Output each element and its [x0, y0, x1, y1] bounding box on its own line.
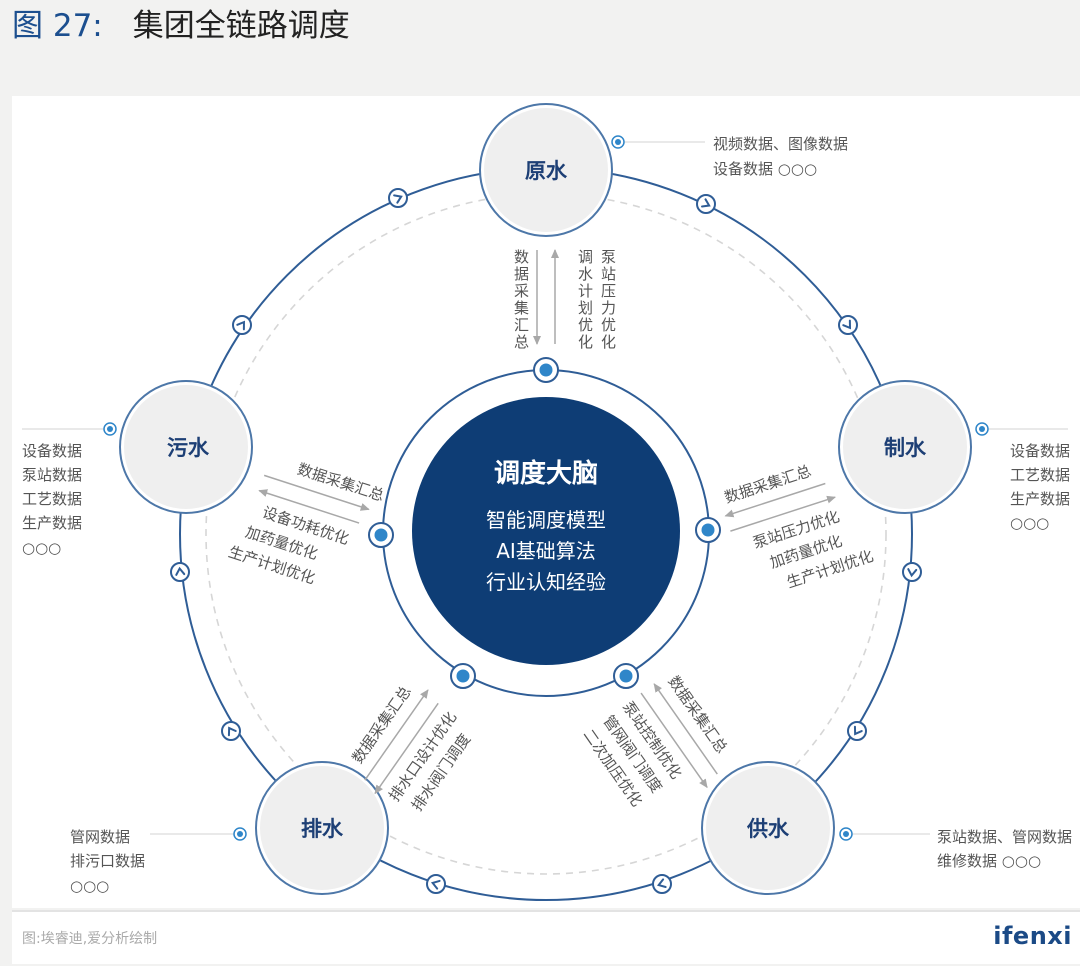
flow-raw-down-2: 泵站压力优化	[601, 248, 616, 351]
sewage-data-item: 设备数据	[22, 442, 82, 460]
connection-dot-icon	[613, 663, 639, 689]
footer: 图:埃睿迪,爱分析绘制 ifenxi	[12, 910, 1080, 964]
ifenxi-logo: ifenxi	[993, 922, 1072, 950]
sewage-data-item: ○○○	[22, 539, 61, 557]
node-make	[838, 380, 972, 514]
sewage-data-item: 泵站数据	[22, 466, 82, 484]
data-point-icon	[975, 422, 989, 436]
data-point-icon	[103, 422, 117, 436]
flow-supply-up: 数据采集汇总	[664, 673, 730, 757]
node-label-raw: 原水	[525, 159, 568, 183]
flow-direction-arrow-icon	[170, 562, 190, 582]
flow-direction-arrow-icon	[838, 315, 858, 335]
flow-direction-arrow-icon	[221, 721, 241, 741]
flow-raw-up: 数据采集汇总	[514, 248, 529, 351]
data-point-icon	[839, 827, 853, 841]
node-sewage	[119, 380, 253, 514]
flow-direction-arrow-icon	[847, 721, 867, 741]
supply-data-item: 维修数据 ○○○	[937, 852, 1041, 870]
source-note: 图:埃睿迪,爱分析绘制	[22, 931, 158, 947]
center-line-1: 智能调度模型	[486, 508, 606, 532]
center-line-2: AI基础算法	[496, 539, 596, 563]
node-label-drain: 排水	[301, 817, 344, 841]
flow-direction-arrow-icon	[388, 188, 408, 208]
node-label-make: 制水	[884, 436, 927, 460]
flow-make-up: 数据采集汇总	[722, 462, 813, 507]
data-point-icon	[233, 827, 247, 841]
connection-dot-icon	[450, 663, 476, 689]
node-label-supply: 供水	[746, 817, 790, 841]
raw-data-item: 视频数据、图像数据	[713, 135, 848, 153]
node-label-sewage: 污水	[167, 436, 210, 460]
flow-direction-arrow-icon	[696, 194, 716, 214]
make-data-item: 工艺数据	[1010, 466, 1070, 484]
center-circle	[412, 397, 680, 665]
flow-sewage: 数据采集汇总 设备功耗优化 加药量优化 生产计划优化	[226, 460, 386, 588]
data-point-icon	[611, 135, 625, 149]
node-raw	[479, 103, 613, 237]
flow-direction-arrow-icon	[232, 315, 252, 335]
sewage-data-item: 工艺数据	[22, 490, 82, 508]
node-drain	[255, 761, 389, 895]
drain-data-item: 管网数据	[70, 828, 130, 846]
raw-data-item: 设备数据 ○○○	[713, 160, 817, 178]
figure-title-text: 集团全链路调度	[132, 8, 350, 44]
connection-dot-icon	[533, 357, 559, 383]
flow-direction-arrow-icon	[426, 874, 446, 894]
supply-data-item: 泵站数据、管网数据	[937, 828, 1072, 846]
figure-label: 图 27:	[12, 8, 103, 44]
flow-raw: 数据采集汇总 调水计划优化 泵站压力优化	[514, 248, 616, 351]
connection-dot-icon	[368, 522, 394, 548]
flow-direction-arrow-icon	[652, 874, 672, 894]
center-line-3: 行业认知经验	[486, 570, 606, 594]
figure-title: 图 27: 集团全链路调度	[12, 6, 350, 46]
make-data-item: 生产数据	[1010, 490, 1070, 508]
flow-drain-up: 数据采集汇总	[348, 683, 414, 767]
sewage-data-item: 生产数据	[22, 514, 82, 532]
make-data-item: 设备数据	[1010, 442, 1070, 460]
center-title: 调度大脑	[494, 458, 598, 489]
flow-raw-down-1: 调水计划优化	[578, 248, 593, 351]
node-supply	[701, 761, 835, 895]
flow-sewage-up: 数据采集汇总	[295, 460, 386, 505]
make-data-item: ○○○	[1010, 514, 1049, 532]
drain-data-item: ○○○	[70, 877, 109, 895]
flow-direction-arrow-icon	[902, 562, 922, 582]
drain-data-item: 排污口数据	[70, 852, 145, 870]
connection-dot-icon	[695, 517, 721, 543]
